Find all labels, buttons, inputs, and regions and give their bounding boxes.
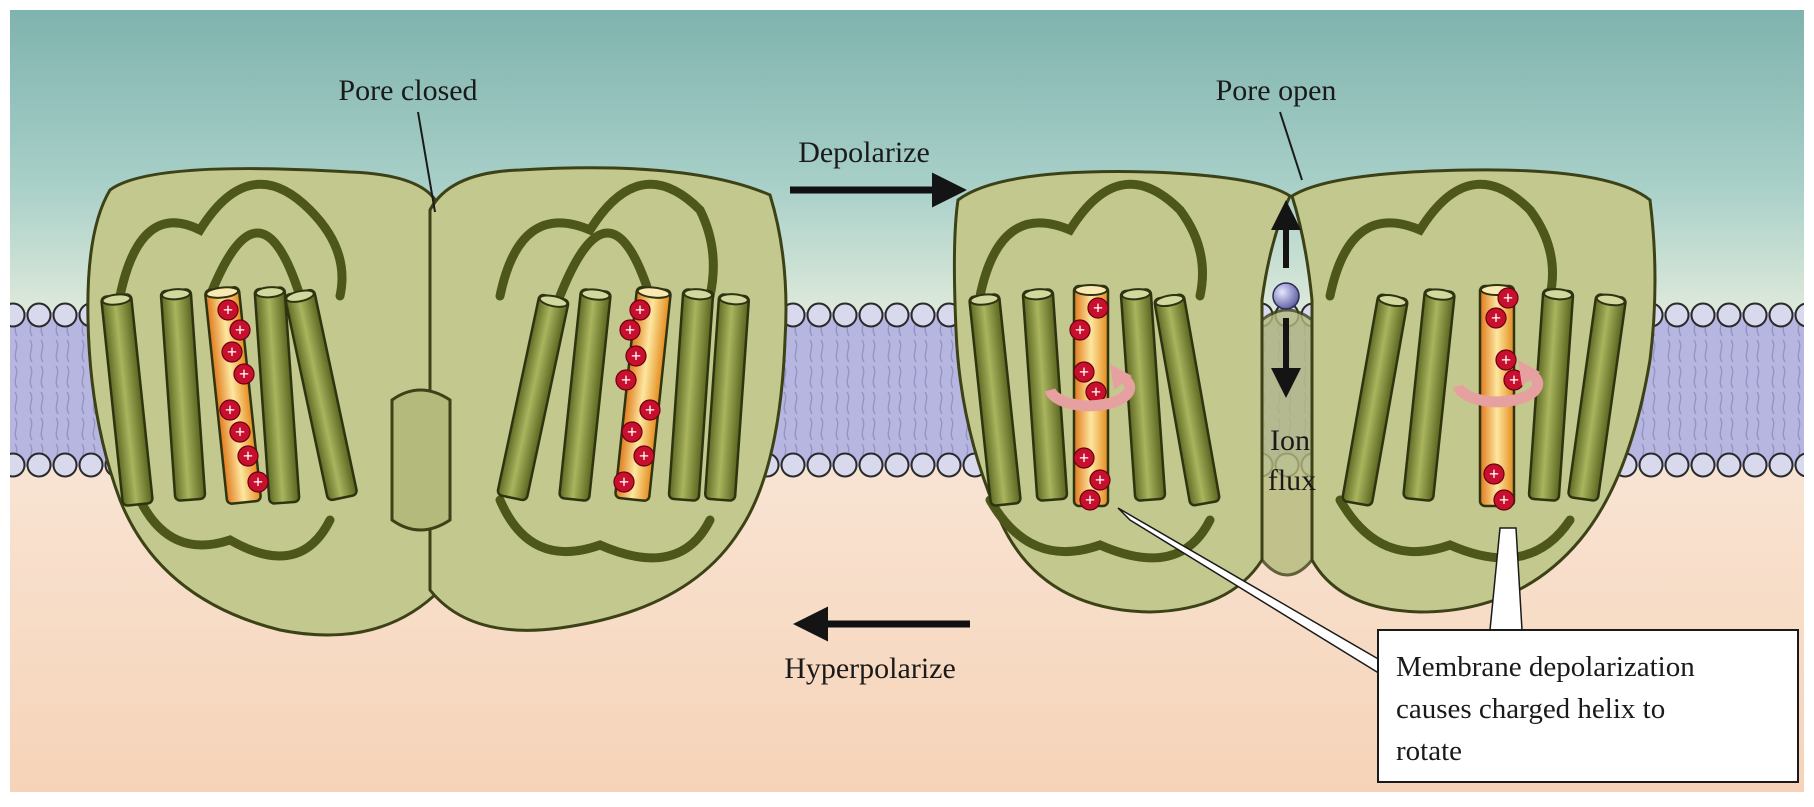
charge-closed-l-6: + bbox=[230, 422, 250, 442]
charge-open-l-5-sign: + bbox=[1079, 448, 1089, 468]
charge-closed-r-5-sign: + bbox=[645, 400, 655, 420]
charge-open-l-7-sign: + bbox=[1085, 490, 1095, 510]
charge-open-l-3-sign: + bbox=[1079, 362, 1089, 382]
charge-closed-r-2-sign: + bbox=[625, 320, 635, 340]
charge-open-l-5: + bbox=[1074, 448, 1094, 468]
charge-open-r-5-sign: + bbox=[1489, 464, 1499, 484]
charge-open-r-2-sign: + bbox=[1491, 308, 1501, 328]
charge-closed-l-6-sign: + bbox=[235, 422, 245, 442]
charge-open-l-4: + bbox=[1086, 382, 1106, 402]
charge-closed-r-4-sign: + bbox=[621, 370, 631, 390]
charge-open-l-2-sign: + bbox=[1075, 320, 1085, 340]
charge-closed-r-8-sign: + bbox=[619, 472, 629, 492]
charge-closed-l-1: + bbox=[218, 300, 238, 320]
charge-closed-r-7: + bbox=[634, 446, 654, 466]
charge-closed-r-1-sign: + bbox=[635, 300, 645, 320]
pore-closed-label: Pore closed bbox=[338, 74, 477, 107]
charge-open-r-1-sign: + bbox=[1503, 288, 1513, 308]
callout-line-2: causes charged helix to bbox=[1396, 693, 1665, 725]
charge-closed-l-5-sign: + bbox=[225, 400, 235, 420]
ion-sphere bbox=[1273, 283, 1299, 309]
charge-closed-r-3-sign: + bbox=[631, 346, 641, 366]
charge-closed-l-7-sign: + bbox=[243, 446, 253, 466]
callout-line-1: Membrane depolarization bbox=[1396, 651, 1695, 683]
depolarize-label: Depolarize bbox=[798, 136, 930, 169]
charge-closed-r-5: + bbox=[640, 400, 660, 420]
charge-closed-r-2: + bbox=[620, 320, 640, 340]
charge-closed-r-6: + bbox=[622, 422, 642, 442]
pore-open-label: Pore open bbox=[1216, 74, 1337, 107]
ion-label: Ion bbox=[1270, 424, 1310, 457]
charge-closed-r-3: + bbox=[626, 346, 646, 366]
charge-closed-l-4-sign: + bbox=[239, 364, 249, 384]
charge-closed-l-2: + bbox=[230, 320, 250, 340]
charge-open-r-6-sign: + bbox=[1499, 490, 1509, 510]
charge-open-r-1: + bbox=[1498, 288, 1518, 308]
charge-open-r-5: + bbox=[1484, 464, 1504, 484]
charge-open-l-6: + bbox=[1090, 470, 1110, 490]
callout-line-3: rotate bbox=[1396, 735, 1462, 767]
charge-closed-r-7-sign: + bbox=[639, 446, 649, 466]
helix-open-l-s4-cap bbox=[1075, 285, 1107, 295]
charge-closed-r-1: + bbox=[630, 300, 650, 320]
charge-closed-l-1-sign: + bbox=[223, 300, 233, 320]
charge-open-l-1: + bbox=[1088, 298, 1108, 318]
charge-open-l-2: + bbox=[1070, 320, 1090, 340]
charge-closed-l-8-sign: + bbox=[253, 472, 263, 492]
charge-open-r-6: + bbox=[1494, 490, 1514, 510]
charge-closed-l-3: + bbox=[222, 342, 242, 362]
charge-open-r-3: + bbox=[1496, 350, 1516, 370]
charge-closed-l-7: + bbox=[238, 446, 258, 466]
charge-open-l-3: + bbox=[1074, 362, 1094, 382]
charge-open-l-1-sign: + bbox=[1093, 298, 1103, 318]
closed-channel-pore-plug bbox=[392, 390, 450, 530]
charge-closed-l-5: + bbox=[220, 400, 240, 420]
charge-closed-l-8: + bbox=[248, 472, 268, 492]
flux-label: flux bbox=[1268, 464, 1316, 497]
charge-closed-l-4: + bbox=[234, 364, 254, 384]
charge-closed-r-4: + bbox=[616, 370, 636, 390]
hyperpolarize-label: Hyperpolarize bbox=[784, 652, 956, 685]
charge-open-r-3-sign: + bbox=[1501, 350, 1511, 370]
charge-closed-r-6-sign: + bbox=[627, 422, 637, 442]
charge-open-l-7: + bbox=[1080, 490, 1100, 510]
charge-open-r-4-sign: + bbox=[1509, 370, 1519, 390]
charge-open-l-6-sign: + bbox=[1095, 470, 1105, 490]
charge-closed-r-8: + bbox=[614, 472, 634, 492]
charge-closed-l-2-sign: + bbox=[235, 320, 245, 340]
charge-closed-l-3-sign: + bbox=[227, 342, 237, 362]
charge-open-r-2: + bbox=[1486, 308, 1506, 328]
charge-open-l-4-sign: + bbox=[1091, 382, 1101, 402]
